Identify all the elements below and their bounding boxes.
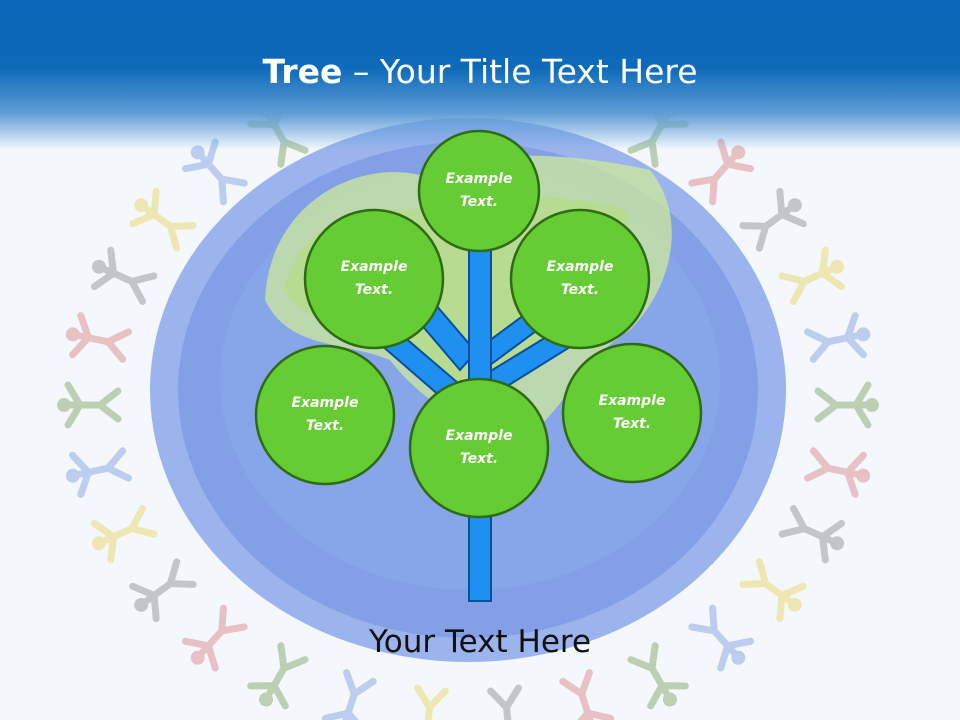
paper-person-figure (90, 246, 158, 306)
node-circle-upper-left (303, 208, 445, 350)
node-text-lower-right: Example Text. (598, 393, 666, 432)
node-text-lower-left: Example Text. (291, 395, 359, 434)
paper-person-figure (129, 558, 197, 623)
paper-person-figure (487, 684, 522, 720)
node-circle-upper-right (509, 208, 651, 350)
title-rest: Your Title Text Here (379, 52, 698, 91)
paper-person-figure (739, 558, 807, 623)
paper-person-figure (627, 642, 689, 710)
title-banner (0, 0, 960, 150)
node-circle-center (408, 377, 550, 519)
paper-person-figure (814, 381, 879, 429)
node-circle-lower-left (254, 344, 396, 486)
node-text-upper-right: Example Text. (546, 259, 614, 298)
title-bold: Tree (262, 52, 343, 91)
node-text-top: Example Text. (445, 171, 513, 210)
paper-person-figure (321, 669, 377, 720)
paper-person-figure (181, 604, 248, 672)
paper-person-figure (57, 381, 122, 429)
paper-person-figure (65, 447, 133, 498)
paper-person-figure (688, 604, 755, 672)
paper-person-figure (90, 504, 158, 564)
caption-text: Your Text Here (368, 624, 592, 660)
paper-person-figure (739, 187, 807, 252)
paper-person-figure (129, 187, 197, 252)
paper-person-figure (803, 312, 871, 363)
paper-person-figure (688, 138, 755, 206)
paper-person-figure (247, 642, 309, 710)
paper-person-figure (778, 504, 846, 564)
paper-person-figure (559, 669, 615, 720)
tree-nodes (254, 129, 703, 519)
paper-person-figure (414, 684, 449, 720)
paper-person-figure (65, 312, 133, 363)
node-circle-top (417, 129, 541, 253)
node-circle-lower-right (561, 342, 703, 484)
title-separator: – (342, 52, 380, 91)
paper-person-figure (778, 246, 846, 306)
paper-person-figure (803, 447, 871, 498)
slide-title: Tree – Your Title Text Here (0, 52, 960, 91)
node-text-center: Example Text. (445, 428, 513, 467)
node-text-upper-left: Example Text. (340, 259, 408, 298)
